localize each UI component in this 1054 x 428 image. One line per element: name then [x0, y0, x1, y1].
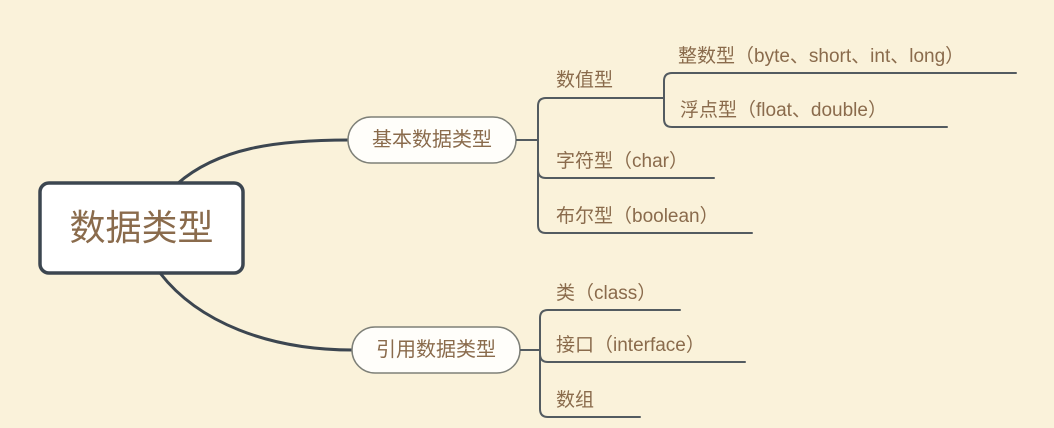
branch-curve-reference — [158, 271, 355, 352]
topic-basic-data-types[interactable]: 基本数据类型 — [372, 129, 492, 151]
topic-float[interactable]: 浮点型（float、double） — [680, 100, 887, 121]
root-topic-shape — [38, 181, 245, 275]
underline-interface — [539, 353, 746, 363]
bracket-basic-children — [537, 97, 753, 234]
topic-array[interactable]: 数组 — [556, 390, 595, 411]
bracket-reference-children — [539, 309, 681, 418]
topic-interface[interactable]: 接口（interface） — [556, 335, 705, 356]
root-topic[interactable]: 数据类型 — [69, 207, 214, 248]
topic-numeric[interactable]: 数值型 — [556, 70, 614, 91]
topic-reference-data-types[interactable]: 引用数据类型 — [376, 339, 496, 361]
underline-char — [537, 169, 715, 179]
branch-curve-basic — [175, 138, 351, 186]
topic-integer[interactable]: 整数型（byte、short、int、long） — [678, 46, 965, 67]
bracket-numeric-children — [663, 72, 1017, 128]
topic-boolean[interactable]: 布尔型（boolean） — [556, 206, 719, 227]
topic-char[interactable]: 字符型（char） — [556, 151, 688, 172]
topic-class[interactable]: 类（class） — [556, 283, 657, 304]
